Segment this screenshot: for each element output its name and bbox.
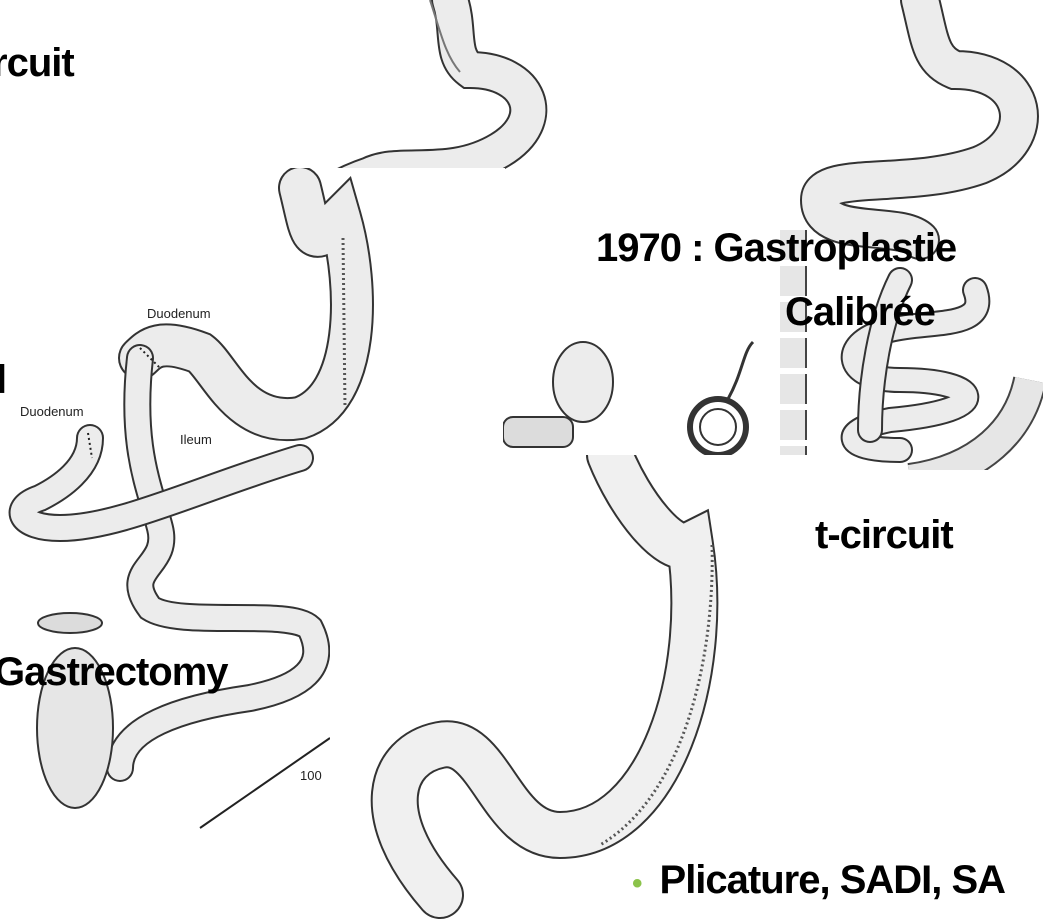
slide-label-calibree: Calibrée xyxy=(785,292,935,332)
ileum-label: Ileum xyxy=(180,432,212,447)
bullet-text: Plicature, SADI, SA xyxy=(660,858,1006,902)
slide-bullet-item: • Plicature, SADI, SA xyxy=(632,860,1005,900)
slide-label-short-circuit: t-circuit xyxy=(815,515,953,555)
measure-label: 100 xyxy=(300,768,322,783)
bullet-icon: • xyxy=(632,867,642,900)
sleeve-stomach-illustration xyxy=(330,455,820,920)
duodenum-lower-label: Duodenum xyxy=(20,404,84,419)
duodenum-upper-label: Duodenum xyxy=(147,306,211,321)
gastric-band-illustration xyxy=(503,262,771,457)
slide-label-gastrectomy: Gastrectomy xyxy=(0,652,228,692)
slide-label-edge: l xyxy=(0,360,6,400)
slide-label-circuit: rcuit xyxy=(0,43,74,83)
slide-label-gastroplastie: 1970 : Gastroplastie xyxy=(596,228,956,268)
